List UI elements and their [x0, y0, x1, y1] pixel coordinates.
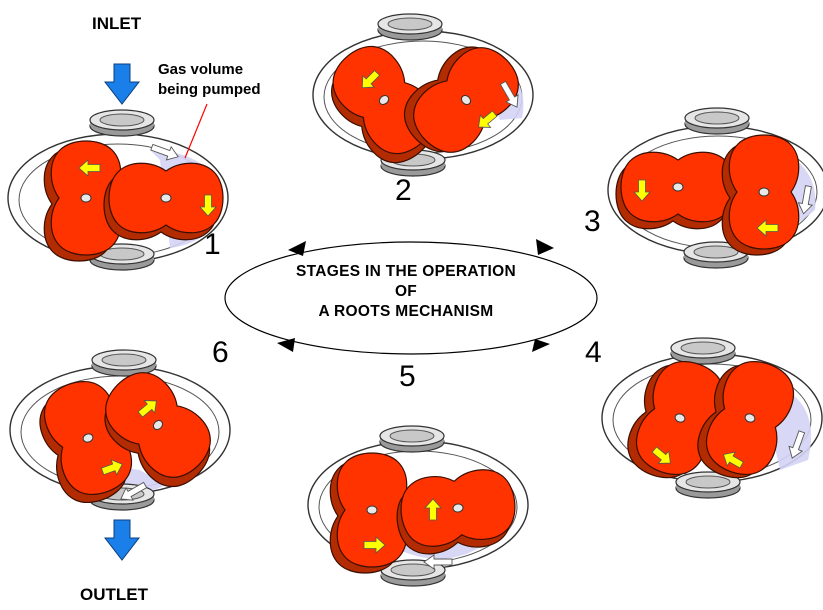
gas-volume-label: Gas volume being pumped [158, 60, 261, 100]
gas-volume-leader-line [185, 104, 207, 158]
stage-2-unit [313, 14, 533, 176]
outlet-label: OUTLET [80, 585, 148, 605]
outlet-arrow-icon [105, 520, 139, 560]
gas-volume-label-line1: Gas volume [158, 60, 261, 80]
gas-volume-label-line2: being pumped [158, 80, 261, 100]
inlet-label: INLET [92, 14, 141, 34]
stage-5-unit [308, 426, 528, 586]
stage-6-unit [10, 350, 230, 511]
stage-number-1: 1 [204, 228, 221, 262]
cycle-arrowhead-bottom-right [532, 339, 550, 352]
stage-number-6: 6 [212, 336, 229, 370]
stage-number-4: 4 [585, 336, 602, 370]
stage-number-2: 2 [395, 174, 412, 208]
diagram-title: STAGES IN THE OPERATION OF A ROOTS MECHA… [256, 262, 556, 322]
stage-number-3: 3 [584, 205, 601, 239]
diagram-title-line1: STAGES IN THE OPERATION [256, 262, 556, 282]
stage-3-unit [608, 108, 823, 268]
diagram-title-line3: A ROOTS MECHANISM [256, 302, 556, 322]
cycle-arrowhead-top-right [536, 239, 554, 255]
inlet-arrow-icon [105, 64, 139, 104]
stage-number-5: 5 [399, 360, 416, 394]
diagram-title-line2: OF [256, 282, 556, 302]
stage-4-unit [602, 338, 822, 498]
